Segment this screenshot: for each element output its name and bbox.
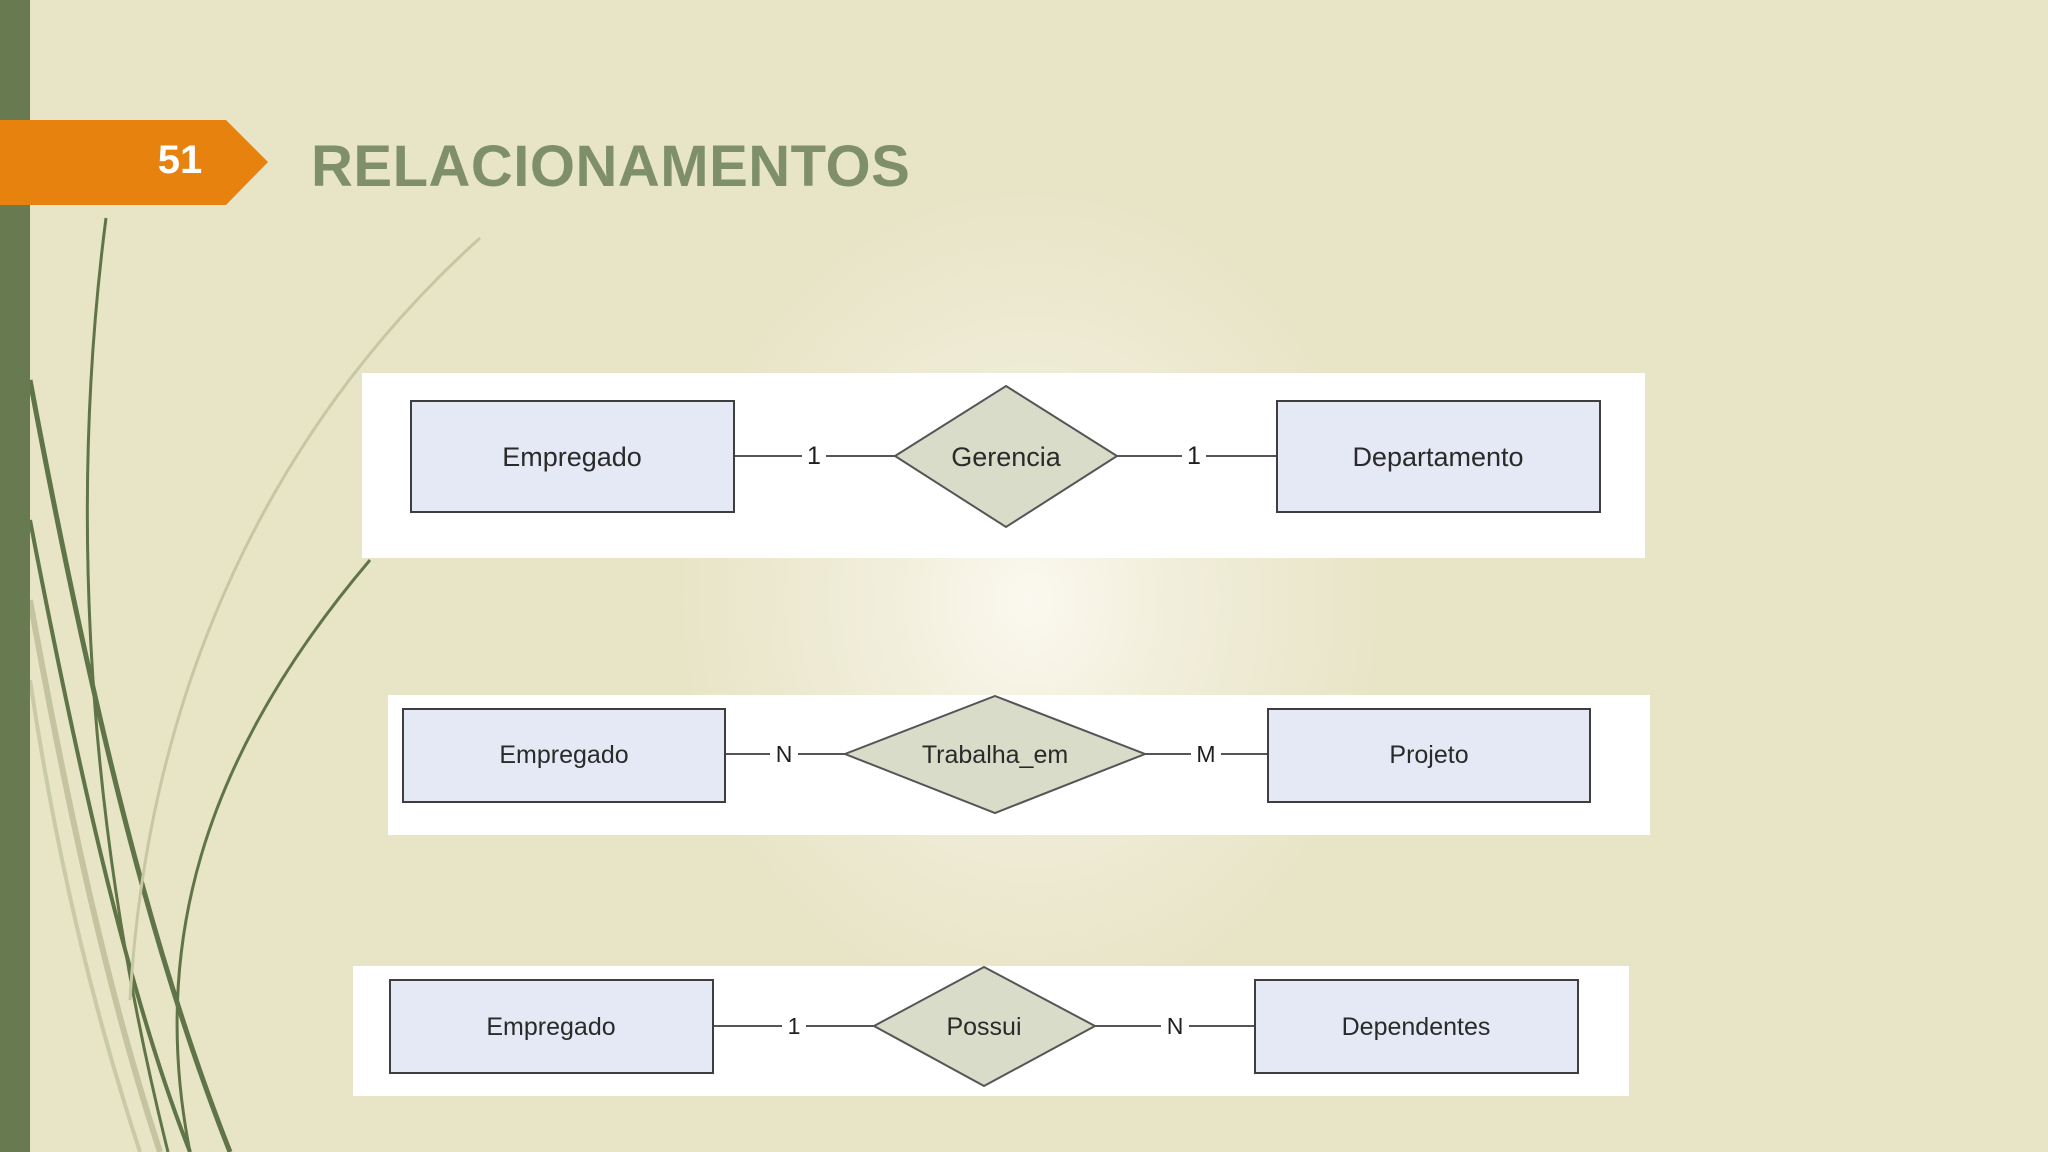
cardinality-left: N <box>776 741 793 767</box>
entity-label-left: Empregado <box>499 741 628 769</box>
slide-number: 51 <box>157 138 203 182</box>
relationship-label: Trabalha_em <box>922 741 1068 769</box>
entity-label-left: Empregado <box>486 1013 615 1041</box>
relationship-panel-gerencia: 1 1 Empregado Gerencia Departamento <box>362 373 1645 558</box>
relationship-label: Possui <box>946 1013 1021 1041</box>
entity-label-right: Projeto <box>1389 741 1468 769</box>
relationship-diamond <box>871 966 1098 1088</box>
slide-title: RELACIONAMENTOS <box>311 134 911 199</box>
cardinality-left: 1 <box>807 442 821 470</box>
cardinality-right: 1 <box>1187 442 1201 470</box>
entity-box-left <box>410 400 735 513</box>
relationship-panel-trabalha-em: N M Empregado Trabalha_em Projeto <box>388 695 1650 835</box>
entity-label-right: Departamento <box>1352 442 1523 472</box>
cardinality-right: N <box>1167 1013 1184 1039</box>
relationship-label: Gerencia <box>951 442 1062 472</box>
entity-label-right: Dependentes <box>1342 1013 1491 1041</box>
relationship-panel-possui: 1 N Empregado Possui Dependentes <box>353 966 1629 1096</box>
entity-box-right <box>1254 979 1579 1074</box>
entity-box-left <box>402 708 726 803</box>
relationship-diamond <box>893 384 1119 529</box>
cardinality-left: 1 <box>788 1013 801 1039</box>
relationship-diamond <box>842 695 1148 815</box>
cardinality-right: M <box>1196 741 1215 767</box>
entity-box-right <box>1276 400 1601 513</box>
entity-box-right <box>1267 708 1591 803</box>
entity-label-left: Empregado <box>502 442 642 472</box>
entity-box-left <box>389 979 714 1074</box>
slide-number-badge <box>0 120 268 205</box>
